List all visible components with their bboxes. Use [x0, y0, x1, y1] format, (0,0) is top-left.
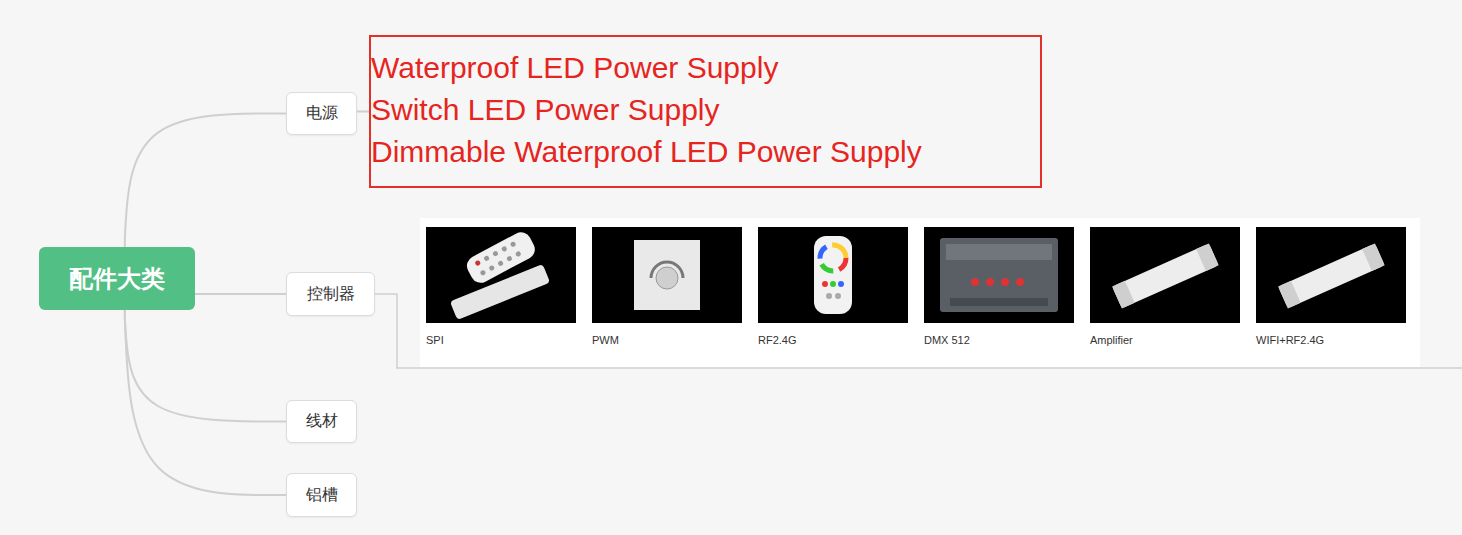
- pwm-picture: [592, 227, 742, 323]
- branch-connector: [125, 114, 286, 248]
- product-card: WIFI+RF2.4G: [1256, 227, 1406, 352]
- product-label: DMX 512: [924, 333, 970, 347]
- product-card: DMX 512: [924, 227, 1074, 352]
- branch-topic: 铝槽: [286, 473, 357, 517]
- product-card: PWM: [592, 227, 742, 352]
- branch-topic: 控制器: [286, 272, 375, 316]
- product-card: SPI: [426, 227, 576, 352]
- rf-remote-picture: [758, 227, 908, 323]
- amplifier-picture: [1090, 227, 1240, 323]
- branch-topic: 电源: [286, 92, 357, 135]
- spi-picture: [426, 227, 576, 323]
- root-topic: 配件大类: [39, 247, 195, 310]
- product-label: SPI: [426, 333, 444, 347]
- product-label: PWM: [592, 333, 619, 347]
- product-label: Amplifier: [1090, 333, 1133, 347]
- wifi-controller-picture: [1256, 227, 1406, 323]
- branch-topic: 线材: [286, 400, 357, 443]
- product-label: WIFI+RF2.4G: [1256, 333, 1324, 347]
- callout-text: Waterproof LED Power Supply: [371, 47, 1040, 89]
- product-card: Amplifier: [1090, 227, 1240, 352]
- product-card: RF2.4G: [758, 227, 908, 352]
- topic-text: 控制器: [307, 284, 355, 305]
- branch-connector: [357, 111, 369, 113]
- callout-text: Switch LED Power Supply: [371, 89, 1040, 131]
- dmx-controller-picture: [924, 227, 1074, 323]
- topic-text: 线材: [306, 411, 338, 432]
- topic-text: 电源: [306, 103, 338, 124]
- callout-text: Dimmable Waterproof LED Power Supply: [371, 131, 1040, 173]
- branch-connector: [195, 293, 286, 295]
- callout-box: Waterproof LED Power SupplySwitch LED Po…: [369, 35, 1042, 188]
- branch-connector: [125, 310, 286, 495]
- product-label: RF2.4G: [758, 333, 797, 347]
- topic-text: 配件大类: [69, 263, 165, 295]
- branch-connector: [125, 310, 286, 422]
- topic-text: 铝槽: [306, 485, 338, 506]
